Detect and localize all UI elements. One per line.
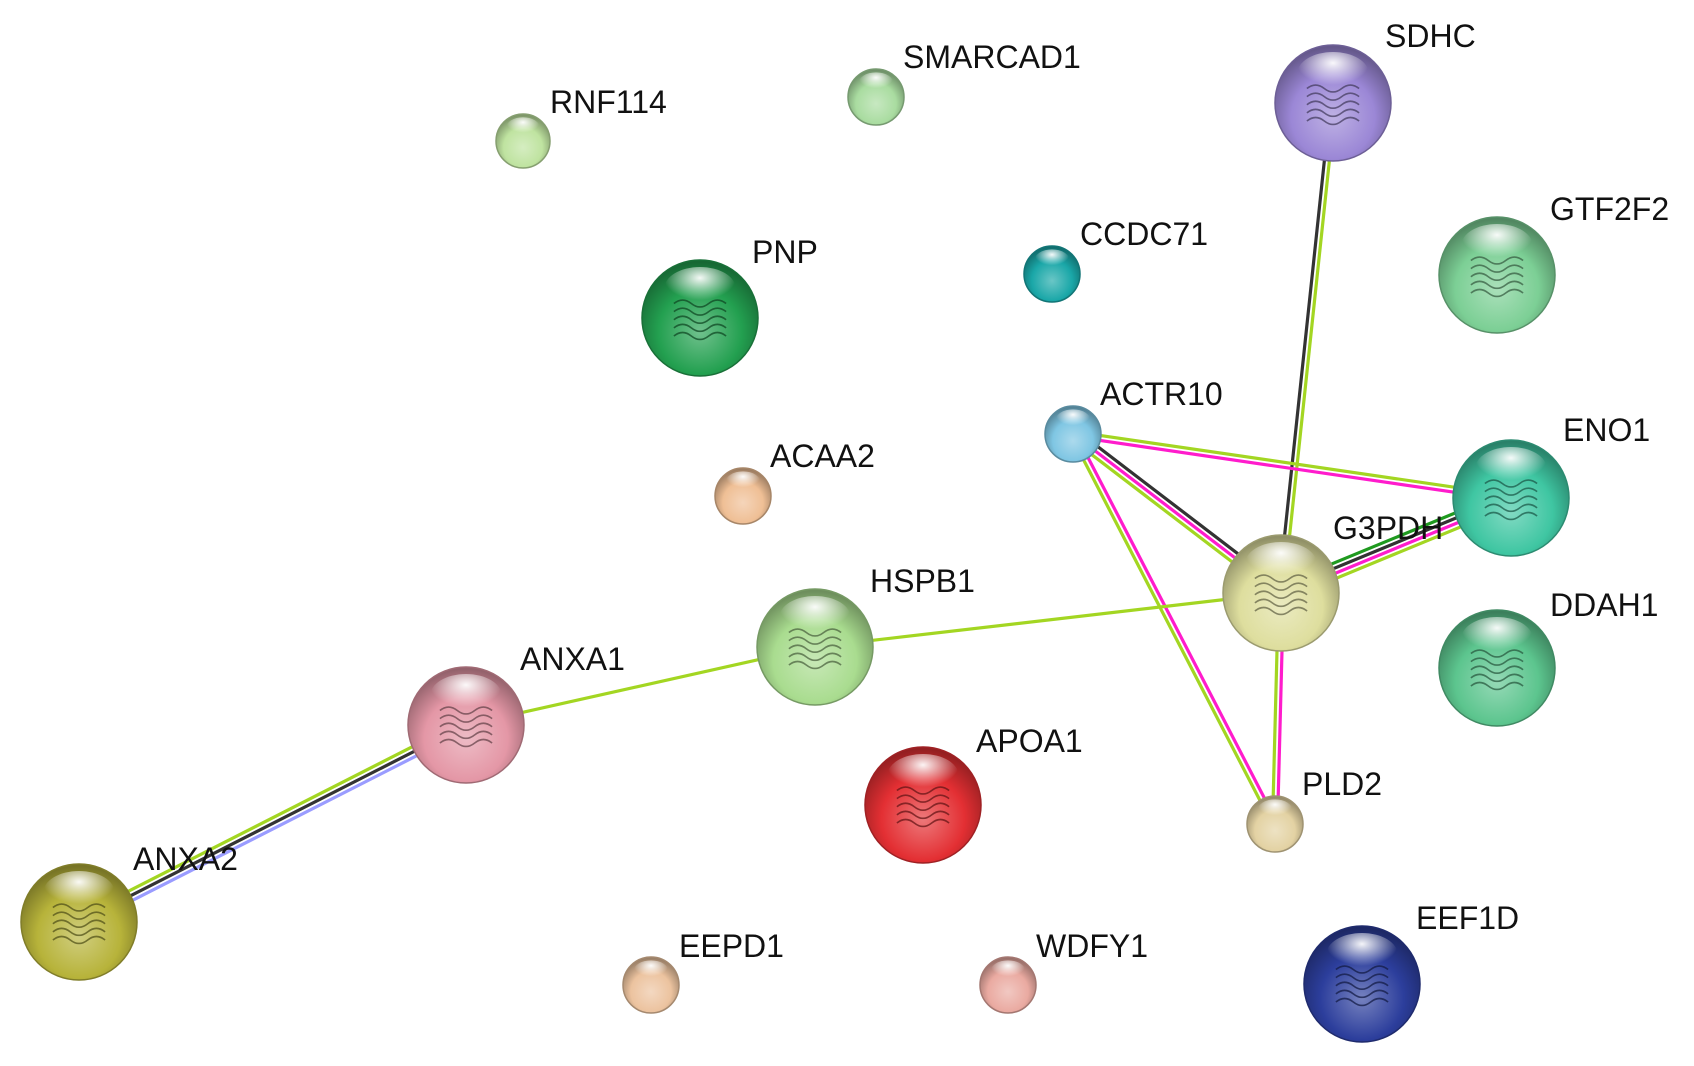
edge-line [80, 728, 469, 928]
node-highlight [1034, 249, 1070, 271]
node-label-g3pdh: G3PDH [1333, 510, 1443, 546]
edge-anxa1-hspb1 [465, 645, 816, 727]
node-anxa1[interactable]: ANXA1 [407, 641, 625, 784]
node-wdfy1[interactable]: WDFY1 [979, 928, 1148, 1014]
node-label-eepd1: EEPD1 [679, 928, 784, 964]
node-label-pld2: PLD2 [1302, 766, 1382, 802]
node-label-gtf2f2: GTF2F2 [1550, 191, 1669, 227]
edge-line [814, 591, 1282, 649]
node-label-wdfy1: WDFY1 [1036, 928, 1148, 964]
node-acaa2[interactable]: ACAA2 [714, 438, 875, 525]
edge-line [1276, 102, 1333, 593]
node-sdhc[interactable]: SDHC [1274, 18, 1476, 162]
node-highlight [779, 595, 851, 641]
node-highlight [1461, 616, 1533, 662]
node-label-pnp: PNP [752, 234, 818, 270]
node-highlight [633, 960, 669, 982]
node-highlight [1461, 223, 1533, 269]
edge-line [1073, 432, 1279, 824]
node-highlight [506, 117, 540, 138]
edge-anxa1-anxa2 [76, 719, 469, 928]
node-label-ccdc71: CCDC71 [1080, 216, 1208, 252]
node-rnf114[interactable]: RNF114 [495, 84, 667, 169]
node-highlight [664, 266, 736, 312]
node-eef1d[interactable]: EEF1D [1303, 900, 1519, 1043]
node-highlight [1326, 932, 1398, 978]
node-label-eef1d: EEF1D [1416, 900, 1519, 936]
edge-actr10-eno1 [1072, 429, 1512, 503]
node-highlight [858, 72, 894, 94]
edge-sdhc-g3pdh [1276, 102, 1338, 594]
node-highlight [1475, 446, 1547, 492]
node-label-apoa1: APOA1 [976, 723, 1083, 759]
node-highlight [1257, 799, 1293, 821]
node-smarcad1[interactable]: SMARCAD1 [847, 39, 1081, 126]
edge-line [465, 645, 816, 727]
node-highlight [1297, 51, 1369, 97]
node-highlight [1055, 409, 1091, 431]
node-actr10[interactable]: ACTR10 [1044, 376, 1223, 463]
node-label-hspb1: HSPB1 [870, 563, 975, 599]
node-ddah1[interactable]: DDAH1 [1438, 587, 1658, 727]
node-highlight [1245, 541, 1317, 587]
node-label-actr10: ACTR10 [1100, 376, 1223, 412]
node-label-anxa1: ANXA1 [520, 641, 625, 677]
node-label-smarcad1: SMARCAD1 [903, 39, 1081, 75]
node-highlight [725, 471, 761, 493]
node-anxa2[interactable]: ANXA2 [20, 841, 238, 981]
node-ccdc71[interactable]: CCDC71 [1023, 216, 1208, 303]
node-eno1[interactable]: ENO1 [1452, 412, 1650, 557]
node-pnp[interactable]: PNP [641, 234, 818, 377]
node-label-rnf114: RNF114 [550, 84, 667, 120]
node-label-acaa2: ACAA2 [770, 438, 875, 474]
node-label-anxa2: ANXA2 [133, 841, 238, 877]
node-highlight [887, 753, 959, 799]
node-highlight [430, 673, 502, 719]
node-label-ddah1: DDAH1 [1550, 587, 1658, 623]
edge-line [78, 723, 467, 924]
node-highlight [990, 960, 1026, 982]
node-gtf2f2[interactable]: GTF2F2 [1438, 191, 1669, 334]
edge-line [76, 719, 465, 919]
node-label-sdhc: SDHC [1385, 18, 1476, 54]
edge-line [1073, 429, 1512, 498]
node-pld2[interactable]: PLD2 [1246, 766, 1382, 853]
edge-line [1072, 434, 1511, 503]
node-apoa1[interactable]: APOA1 [864, 723, 1083, 864]
node-label-eno1: ENO1 [1563, 412, 1650, 448]
node-highlight [43, 870, 115, 916]
edge-line [1069, 434, 1275, 826]
edge-hspb1-g3pdh [814, 591, 1282, 649]
node-hspb1[interactable]: HSPB1 [756, 563, 975, 706]
node-g3pdh[interactable]: G3PDH [1222, 510, 1443, 652]
edge-actr10-pld2 [1069, 432, 1279, 826]
edge-line [1281, 103, 1338, 594]
node-eepd1[interactable]: EEPD1 [622, 928, 784, 1014]
edge-layer [76, 102, 1515, 928]
